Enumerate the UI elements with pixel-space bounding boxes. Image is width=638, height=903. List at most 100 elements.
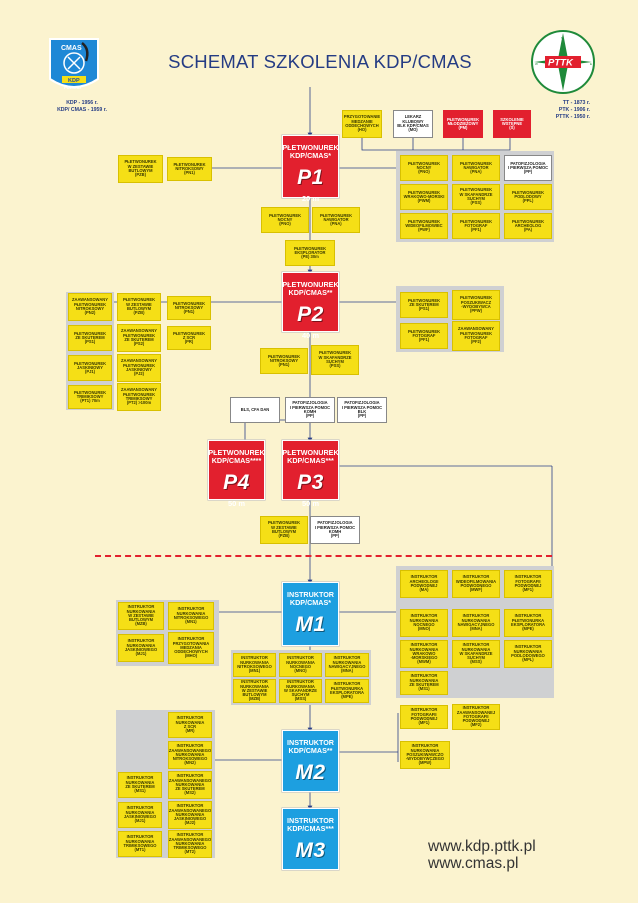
course-box: PŁETWONUREK FOTOGRAF (PF1) bbox=[400, 323, 448, 349]
course-box: INSTRUKTOR FOTOGRAFII PODWODNEJ (MF1) bbox=[400, 705, 448, 729]
history-left: KDP - 1956 r. KDP/ CMAS - 1959 r. bbox=[50, 100, 114, 114]
svg-text:E: E bbox=[590, 62, 592, 66]
kdp-text: KDP bbox=[68, 78, 80, 84]
course-box: ZAAWANSOWANY PŁETWONUREK ZE SKUTEREM (PS… bbox=[117, 324, 161, 352]
course-box: ZAAWANSOWANY PŁETWONUREK TRIMIKSOWY (PT2… bbox=[117, 383, 161, 411]
level-p3: PŁETWONUREK KDP/CMAS*** P3 50 m bbox=[282, 440, 339, 508]
level-title: INSTRUKTOR KDP/CMAS* bbox=[287, 590, 334, 608]
course-box: INSTRUKTOR WIDEOFILMOWANIA PODWODNEGO (M… bbox=[452, 570, 500, 598]
page-title: SCHEMAT SZKOLENIA KDP/CMAS bbox=[168, 51, 472, 72]
poland-text: POLAND bbox=[64, 85, 81, 90]
course-box: PŁETWONUREK NOCNY (PNO) bbox=[400, 155, 448, 181]
course-box: INSTRUKTOR NURKOWANIA POSZUKIWAWCZO -WYD… bbox=[400, 741, 450, 769]
course-box: INSTRUKTOR NURKOWANIA WRAKOWO -MORSKIEGO… bbox=[400, 640, 448, 668]
course-box: PŁETWONUREK NOCNY (PNO) bbox=[261, 207, 309, 233]
course-box: INSTRUKTOR PŁETWONURKA EKSPLORATORA (MPE… bbox=[325, 679, 369, 703]
level-depth: 40 m bbox=[301, 330, 320, 340]
course-box: PŁETWONUREK W ZESTAWIE BUTLOWYM (PZB) bbox=[118, 155, 163, 183]
history-right-line: TT - 1873 r. bbox=[562, 100, 590, 106]
course-box: PŁETWONUREK W ZESTAWIE BUTLOWYM (PZB) bbox=[260, 516, 308, 544]
level-code: M2 bbox=[295, 760, 326, 784]
website-link[interactable]: www.kdp.pttk.pl bbox=[428, 838, 536, 855]
course-box: INSTRUKTOR NURKOWANIA W SKAFANDRZE SUCHY… bbox=[279, 679, 322, 703]
course-box: SZKOLENIE WSTĘPNE (S) bbox=[493, 110, 531, 138]
level-depth: 50 m bbox=[301, 498, 320, 508]
course-box: ZAAWANSOWANY PŁETWONUREK NITROKSOWY (PN2… bbox=[68, 293, 112, 321]
course-box: INSTRUKTOR NURKOWANIA JASKINIOWEGO (MJ1) bbox=[118, 802, 162, 828]
svg-text:N: N bbox=[561, 36, 563, 40]
course-box: PŁETWONUREK NAWIGATOR (PNA) bbox=[452, 155, 500, 181]
level-depth: 20 m bbox=[301, 193, 320, 203]
course-box: PATOFIZJOLOGIA I PIERWSZA POMOC KOMH (PP… bbox=[310, 516, 360, 544]
course-box: INSTRUKTOR PRZYGOTOWANIA MEDZANIA ODDECH… bbox=[168, 632, 214, 664]
course-box: PŁETWONUREK EKSPLORATOR (PE) 30m bbox=[285, 240, 335, 266]
course-box: INSTRUKTOR FOTOGRAFII PODWODNEJ (MF1) bbox=[504, 570, 552, 598]
course-box: INSTRUKTOR NURKOWANIA W ZESTAWIE BUTLOWY… bbox=[118, 602, 164, 630]
course-box: LEKARZ KLUBOWY BLK KDP/CMAS (MO) bbox=[393, 110, 433, 138]
level-title: PŁETWONUREK KDP/CMAS** bbox=[282, 280, 339, 298]
course-box: INSTRUKTOR PŁETWONURKA EKSPLORATORA (MPE… bbox=[504, 609, 552, 637]
course-box: ZAAWANSOWANY PŁETWONUREK JASKINIOWY (PJ2… bbox=[117, 354, 161, 382]
level-p4: PŁETWONUREK KDP/CMAS**** P4 50 m bbox=[208, 440, 265, 508]
level-code: P2 bbox=[297, 302, 324, 326]
level-title: PŁETWONUREK KDP/CMAS**** bbox=[208, 448, 265, 466]
course-box: INSTRUKTOR ZAAWANSOWANEGO NURKOWANIA JAS… bbox=[168, 801, 212, 829]
course-box: PŁETWONUREK W SKAFANDRZE SUCHYM (PSS) bbox=[311, 345, 359, 375]
svg-text:W: W bbox=[535, 62, 538, 66]
history-right-line: PTK - 1906 r. bbox=[558, 106, 590, 113]
course-box: INSTRUKTOR NURKOWANIA W ZESTAWIE BUTLOWY… bbox=[233, 679, 276, 703]
course-box: PŁETWONUREK PODLODOWY (PPL) bbox=[504, 184, 552, 210]
cmas-text: CMAS bbox=[61, 45, 82, 52]
course-box: PŁETWONUREK NITROKSOWY (PN1) bbox=[167, 157, 212, 181]
website-link[interactable]: www.cmas.pl bbox=[428, 855, 519, 873]
level-title: PŁETWONUREK KDP/CMAS* bbox=[282, 143, 339, 161]
course-box: INSTRUKTOR NURKOWANIA TRIMIKSOWEGO (MT1) bbox=[118, 831, 162, 857]
course-box: PŁETWONUREK NAWIGATOR (PNA) bbox=[312, 207, 360, 233]
course-box: PATOFIZJOLOGIA I PIERWSZA POMOC (PP) bbox=[504, 155, 552, 181]
level-p1: PŁETWONUREK KDP/CMAS* P1 20 m bbox=[282, 135, 339, 203]
course-box: PATOFIZJOLOGIA I PIERWSZA POMOC BLK (PP) bbox=[337, 397, 387, 423]
course-box: PATOFIZJOLOGIA I PIERWSZA POMOC KOMH (PP… bbox=[285, 397, 335, 423]
course-box: PŁETWONUREK WRAKOWO-MORSKI (PWM) bbox=[400, 184, 448, 210]
course-box: INSTRUKTOR NURKOWANIA NOCNEGO (MNO) bbox=[279, 653, 322, 677]
course-box: BLS, CFA DAN bbox=[230, 397, 280, 423]
level-title: PŁETWONUREK KDP/CMAS*** bbox=[282, 448, 339, 466]
history-left-line: KDP - 1956 r. bbox=[66, 100, 98, 106]
course-box: INSTRUKTOR ZAAWANSOWANEGO NURKOWANIA TRI… bbox=[168, 830, 212, 858]
course-box: PŁETWONUREK ZE SKUTEREM (PS1) bbox=[400, 292, 448, 318]
course-box: PŁETWONUREK NITROKSOWY (PN1) bbox=[260, 348, 308, 374]
level-code: P3 bbox=[297, 470, 324, 494]
course-box: INSTRUKTOR NURKOWANIA Z SCR (MR) bbox=[168, 712, 212, 738]
course-box: INSTRUKTOR NURKOWANIA NAWIGACYJNEGO (MNA… bbox=[325, 653, 369, 677]
level-m1: INSTRUKTOR KDP/CMAS* M1 bbox=[282, 582, 339, 646]
course-box: PŁETWONUREK ZE SKUTEREM (PS1) bbox=[68, 325, 112, 351]
level-code: P1 bbox=[297, 165, 324, 189]
course-box: PRZYGOTOWANIE MEDZANIE ODDECHOWYCH (HO) bbox=[342, 110, 382, 138]
history-left-line: KDP/ CMAS - 1959 r. bbox=[57, 106, 107, 113]
level-m2: INSTRUKTOR KDP/CMAS** M2 bbox=[282, 730, 339, 792]
course-box: INSTRUKTOR ZAAWANSOWANEGO NURKOWANIA NIT… bbox=[168, 741, 212, 769]
course-box: INSTRUKTOR NURKOWANIA ZE SKUTEREM (MS1) bbox=[400, 671, 448, 695]
course-box: INSTRUKTOR NURKOWANIA PODLODOWEGO (MPL) bbox=[504, 640, 552, 668]
level-code: M3 bbox=[295, 838, 326, 862]
level-depth: 50 m bbox=[227, 498, 246, 508]
history-right-line: PTTK - 1950 r. bbox=[555, 113, 590, 120]
course-box: PŁETWONUREK JASKINIOWY (PJ1) bbox=[68, 355, 112, 381]
course-box: INSTRUKTOR NURKOWANIA NAWIGACYJNEGO (MNA… bbox=[452, 609, 500, 637]
level-title: INSTRUKTOR KDP/CMAS** bbox=[287, 738, 334, 756]
course-box: INSTRUKTOR NURKOWANIA JASKINIOWEGO (MJ1) bbox=[118, 634, 164, 662]
course-box: INSTRUKTOR ZAAWANSOWANEGO NURKOWANIA ZE … bbox=[168, 771, 212, 799]
course-box: INSTRUKTOR NURKOWANIA NITROKSOWEGO (MN1) bbox=[233, 653, 276, 677]
course-box: INSTRUKTOR ARCHEOLOGII PODWODNEJ (MA) bbox=[400, 570, 448, 598]
course-box: PŁETWONUREK TRIMIKSOWY (PT1) 70m bbox=[68, 385, 112, 409]
course-box: PŁETWONUREK POSZUKIWACZ -WYDOBYWCA (PPW) bbox=[452, 290, 500, 320]
course-box: INSTRUKTOR NURKOWANIA W SKAFANDRZE SUCHY… bbox=[452, 640, 500, 668]
course-box: PŁETWONUREK NITROKSOWY (PN1) bbox=[167, 296, 211, 320]
course-box: INSTRUKTOR NURKOWANIA NITROKSOWEGO (MN1) bbox=[168, 602, 214, 630]
history-right: TT - 1873 r. PTK - 1906 r. PTTK - 1950 r… bbox=[540, 100, 590, 120]
course-box: PŁETWONUREK Z SCR (PR) bbox=[167, 326, 211, 350]
level-m3: INSTRUKTOR KDP/CMAS*** M3 bbox=[282, 808, 339, 870]
kdp-cmas-logo-icon: CMAS KDP POLAND bbox=[49, 38, 99, 90]
course-box: INSTRUKTOR NURKOWANIA NOCNEGO (MNO) bbox=[400, 609, 448, 637]
